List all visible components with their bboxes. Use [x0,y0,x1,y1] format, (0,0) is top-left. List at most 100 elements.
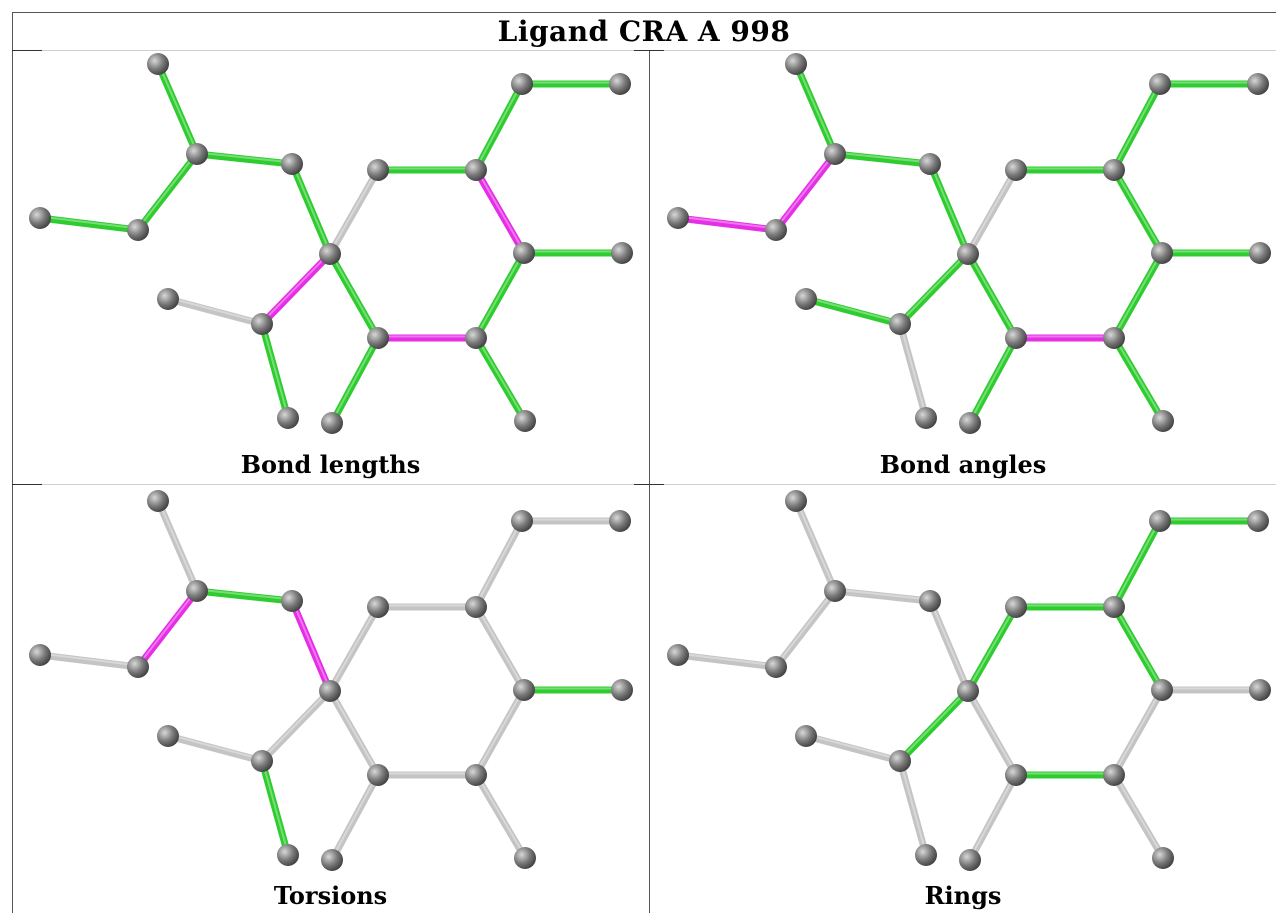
bond-highlight [475,688,525,774]
atom [1152,410,1174,432]
molecule-diagram-torsions [29,490,633,871]
bond-neutral [472,603,528,694]
bond-highlight [329,252,379,337]
atom [367,596,389,618]
atom [1149,510,1171,532]
bond-ok [258,320,292,422]
atom [319,680,341,702]
bond-neutral [1110,686,1166,779]
atom [127,219,149,241]
atom [765,656,787,678]
bond-highlight [929,162,969,253]
atom [1247,73,1269,95]
atom [919,153,941,175]
bond-outlier [772,150,839,234]
bond-ok [926,160,972,258]
atom [1151,679,1173,701]
tick-mark [12,484,42,485]
bond-highlight [331,773,379,859]
bond-ok [831,150,934,168]
atom [667,207,689,229]
bond-neutral [472,686,528,779]
bond-outlier [472,166,528,257]
atom [186,143,208,165]
bond-highlight [795,499,836,590]
atom [465,327,487,349]
bond-highlight [1113,82,1161,169]
bond-highlight [899,322,927,417]
bond-neutral [36,651,142,671]
panel-rings: Rings [650,484,1276,913]
atom [251,313,273,335]
bond-ok [802,295,904,328]
bond-neutral [326,603,382,695]
atom [277,407,299,429]
atom [609,510,631,532]
panel-caption: Rings [924,881,1002,910]
bond-ok [258,757,292,859]
bond-highlight [157,62,198,153]
bond-ok [472,334,529,425]
bond-highlight [167,296,263,324]
molecule-diagram-rings [667,490,1271,871]
bond-highlight [834,151,931,164]
atom [29,207,51,229]
bond-neutral [964,166,1020,258]
atom [1152,847,1174,869]
bond-highlight [261,688,331,761]
panel-caption: Bond lengths [240,450,421,479]
bond-highlight [261,759,289,854]
column-divider [649,50,650,913]
bond-highlight [475,82,523,169]
bond-neutral [896,320,930,422]
bond-highlight [137,151,198,230]
atom [147,490,169,512]
panel-bond-lengths: Bond lengths [12,50,649,484]
bond-ok [328,334,382,427]
bond-neutral [772,587,839,671]
atom [915,407,937,429]
atom [186,580,208,602]
atom [513,679,535,701]
bond-ok [472,249,528,342]
bond-ok [1110,166,1166,257]
bond-highlight [677,215,777,230]
bond-neutral [792,497,839,595]
bond-highlight [196,588,293,601]
bond-ok [193,150,296,168]
panel-bond-angles: Bond angles [650,50,1276,484]
bond-highlight [929,599,969,690]
atom [367,764,389,786]
atom [367,327,389,349]
atom [1249,242,1271,264]
bond-highlight [475,604,525,690]
bond-highlight [805,296,901,324]
bond-ok [326,250,382,342]
atom [1005,596,1027,618]
atom [277,844,299,866]
atom [157,725,179,747]
atom [959,849,981,871]
atom [1151,242,1173,264]
bond-neutral [164,732,266,765]
bond-highlight [331,336,379,422]
atom [1249,679,1271,701]
bond-neutral [674,651,780,671]
bond-highlight [475,251,525,337]
atom [511,510,533,532]
atom [321,849,343,871]
atom [367,159,389,181]
bond-ok [1110,249,1166,342]
atom [1103,596,1125,618]
atom [611,679,633,701]
bond-highlight [677,652,777,667]
bond-neutral [896,757,930,859]
bond-highlight [899,759,927,854]
atom [957,680,979,702]
atom [321,412,343,434]
bond-highlight [261,322,289,417]
atom [147,53,169,75]
figure-title: Ligand CRA A 998 [497,14,791,48]
bond-neutral [964,687,1020,779]
bond-ok [1110,603,1166,694]
